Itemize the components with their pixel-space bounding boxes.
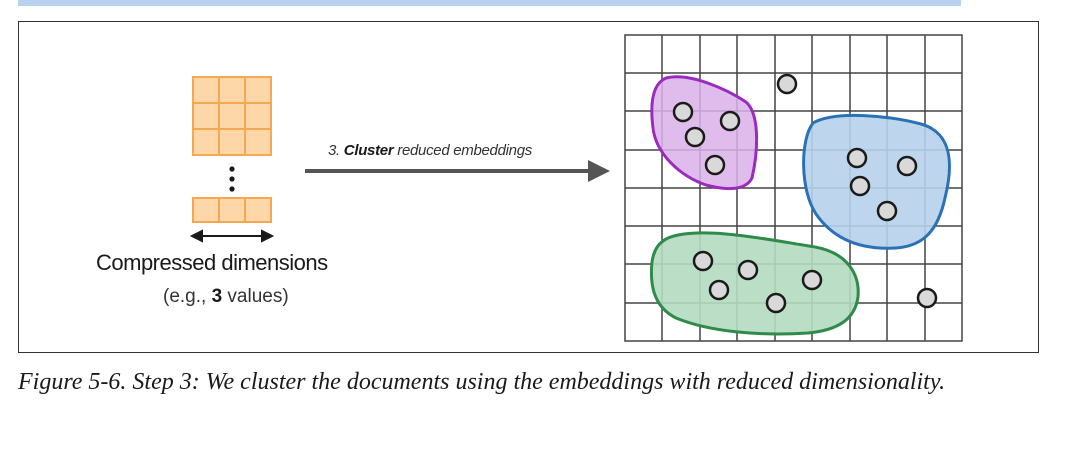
data-points (672, 73, 938, 314)
arrow-step: 3. (328, 142, 340, 159)
subtitle-prefix: (e.g., (163, 286, 212, 307)
figure-caption: Figure 5-6. Step 3: We cluster the docum… (18, 369, 946, 395)
data-point (672, 101, 694, 123)
arrow-label: 3. Cluster reduced embeddings (328, 142, 532, 159)
embedding-last-row (192, 197, 272, 223)
data-point (708, 279, 730, 301)
data-point (704, 154, 726, 176)
data-point (876, 200, 898, 222)
top-accent-band (18, 0, 961, 6)
cluster-green (649, 231, 860, 336)
data-point (916, 287, 938, 309)
subtitle-value: 3 (211, 286, 223, 307)
data-point (737, 259, 759, 281)
data-point (692, 250, 714, 272)
arrow-rest: reduced embeddings (397, 142, 532, 159)
data-point (776, 73, 798, 95)
data-point (849, 175, 871, 197)
data-point (801, 269, 823, 291)
data-point (765, 292, 787, 314)
data-point (719, 110, 741, 132)
cluster-arrow (305, 160, 610, 182)
cluster-blue (802, 113, 952, 250)
data-point (896, 155, 918, 177)
embedding-matrix (192, 76, 272, 156)
data-point (684, 126, 706, 148)
compressed-dimensions-label: Compressed dimensions (96, 250, 328, 275)
subtitle-suffix: values) (222, 286, 289, 307)
compressed-dimensions-subtitle: (e.g., 3 values) (163, 286, 289, 308)
ellipsis-dots (229, 166, 235, 192)
width-arrow (189, 229, 275, 243)
data-point (846, 147, 868, 169)
arrow-keyword: Cluster (343, 142, 394, 159)
